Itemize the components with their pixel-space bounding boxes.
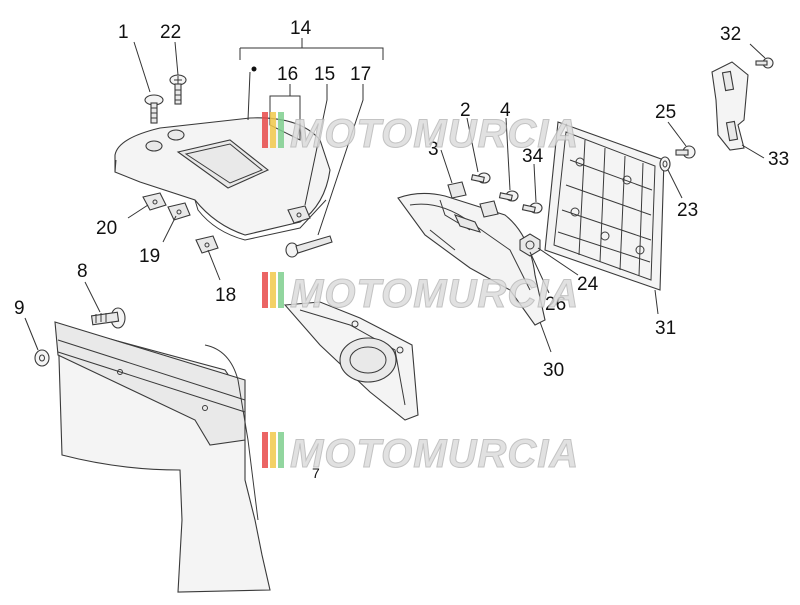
part-mudflap <box>54 321 271 593</box>
part-31-number-plate-bracket <box>544 121 665 291</box>
label-2: 2 <box>460 100 471 121</box>
watermark-top: MOTOMURCIA <box>262 112 579 157</box>
watermark-text-bottom: MOTOMURCIA <box>290 432 579 476</box>
label-14: 14 <box>290 18 312 39</box>
label-22: 22 <box>160 22 181 43</box>
label-18: 18 <box>215 285 236 306</box>
part-16-carrier-tray <box>114 95 331 241</box>
part-23-washer <box>659 156 671 172</box>
part-9-washer <box>34 349 50 367</box>
label-25: 25 <box>655 102 676 123</box>
label-15: 15 <box>314 64 335 85</box>
label-33: 33 <box>768 149 789 170</box>
leader-lines <box>24 38 766 353</box>
callout-labels: 1 22 14 16 15 17 2 4 3 34 25 32 33 20 19… <box>14 18 789 481</box>
part-1-screw <box>144 94 164 124</box>
watermark-text-middle: MOTOMURCIA <box>290 272 579 316</box>
part-33-bracket <box>711 61 749 151</box>
label-7: 7 <box>312 465 320 481</box>
watermark-text-top: MOTOMURCIA <box>290 112 579 156</box>
label-26: 26 <box>545 294 566 315</box>
part-20-clip-nut <box>142 192 167 211</box>
label-20: 20 <box>96 218 117 239</box>
label-30: 30 <box>543 360 564 381</box>
part-26-nut <box>519 233 541 257</box>
part-4-screw <box>498 190 519 202</box>
part-19-clip-nut <box>167 202 191 221</box>
label-31: 31 <box>655 318 676 339</box>
watermark-middle: MOTOMURCIA <box>262 272 579 317</box>
watermark-bottom: MOTOMURCIA <box>262 432 579 477</box>
label-8: 8 <box>77 261 88 282</box>
part-7-license-bracket <box>283 301 419 421</box>
part-2-screw <box>470 172 491 184</box>
label-3: 3 <box>428 139 439 160</box>
part-18-clip-nut <box>195 235 219 254</box>
part-34-screw <box>521 202 543 214</box>
part-32-screw <box>755 57 774 69</box>
label-16: 16 <box>277 64 298 85</box>
part-3-clip <box>447 181 467 199</box>
label-23: 23 <box>677 200 698 221</box>
part-4b-clip <box>479 200 499 218</box>
label-24: 24 <box>577 274 599 295</box>
label-1: 1 <box>118 22 129 43</box>
part-17-rivet <box>285 235 333 258</box>
part-30-plate-holder-body <box>397 192 546 326</box>
part-15-clip-nut <box>287 205 311 224</box>
part-25-screw <box>675 145 696 159</box>
label-17: 17 <box>350 64 371 85</box>
label-34: 34 <box>522 146 544 167</box>
label-32: 32 <box>720 24 741 45</box>
part-22-screw <box>169 74 187 105</box>
label-9: 9 <box>14 298 25 319</box>
part-8-bolt <box>90 307 126 329</box>
label-4: 4 <box>500 100 511 121</box>
label-19: 19 <box>139 246 160 267</box>
dot-icon <box>251 66 257 72</box>
